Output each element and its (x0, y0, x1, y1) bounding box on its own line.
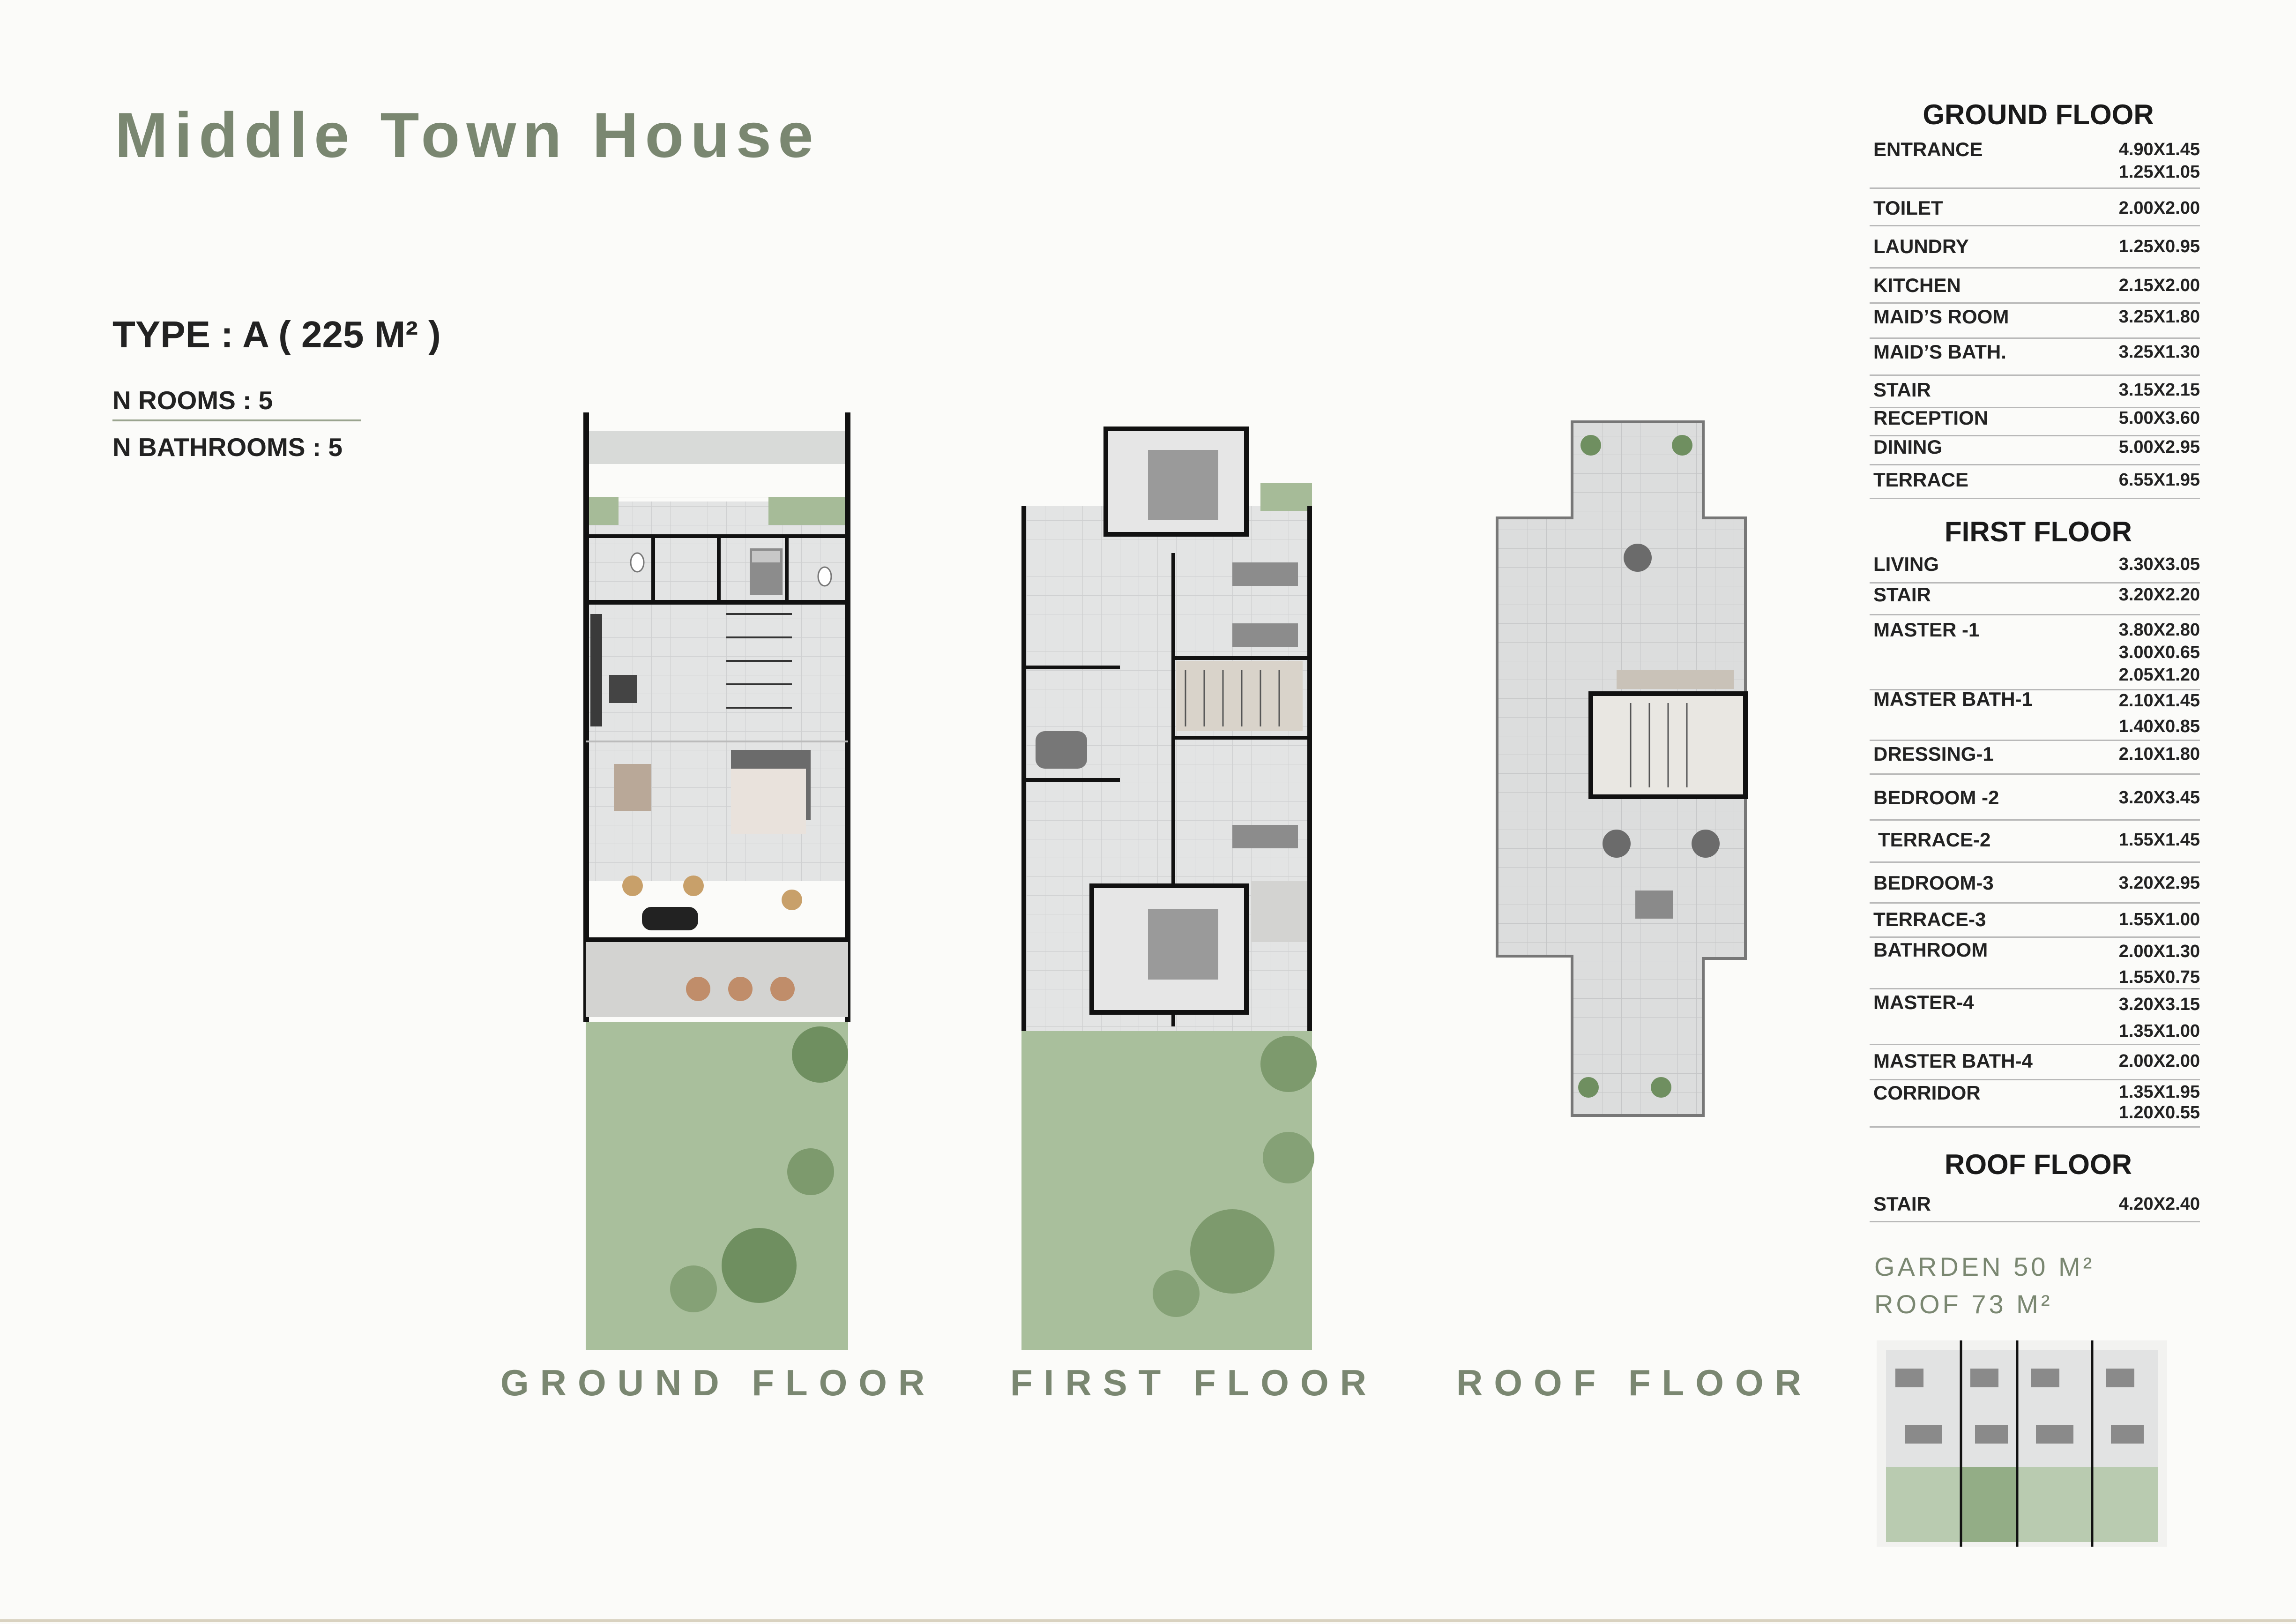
schedule-row: TOILET 2.00X2.00 (1870, 197, 2200, 226)
ground-floor-plan (583, 412, 850, 1350)
bottom-rule (0, 1619, 2296, 1622)
schedule-title-first: FIRST FLOOR (1945, 516, 2132, 547)
schedule-row: RECEPTION 5.00X3.60 (1870, 407, 2200, 436)
schedule-row: MAID’S BATH. 3.25X1.30 (1870, 341, 2200, 376)
schedule-row: BEDROOM-3 3.20X2.95 (1870, 872, 2200, 904)
schedule-row: STAIR 3.15X2.15 (1870, 379, 2200, 408)
schedule-row: STAIR 4.20X2.40 (1870, 1193, 2200, 1222)
schedule-row: STAIR 3.20X2.20 (1870, 584, 2200, 615)
schedule-row: DINING 5.00X2.95 (1870, 436, 2200, 465)
schedule-row: MAID’S ROOM 3.25X1.80 (1870, 306, 2200, 339)
schedule-row: BEDROOM -2 3.20X3.45 (1870, 786, 2200, 821)
bathrooms-count: N BATHROOMS : 5 (112, 433, 343, 462)
schedule-row: DRESSING-1 2.10X1.80 (1870, 743, 2200, 775)
label-first-floor: FIRST FLOOR (1010, 1362, 1378, 1403)
garden-area: GARDEN 50 M² (1874, 1252, 2095, 1281)
page-title: Middle Town House (115, 99, 820, 171)
roof-floor-plan (1496, 420, 1748, 1117)
roof-area: ROOF 73 M² (1874, 1289, 2053, 1319)
first-floor-plan (1021, 427, 1317, 1350)
rooms-count: N ROOMS : 5 (112, 386, 273, 415)
label-ground-floor: GROUND FLOOR (500, 1362, 936, 1403)
key-plan-thumbnail (1877, 1340, 2167, 1547)
schedule-row: TERRACE-3 1.55X1.00 (1870, 908, 2200, 938)
schedule-row: LIVING 3.30X3.05 (1870, 553, 2200, 584)
schedule-row: KITCHEN 2.15X2.00 (1870, 274, 2200, 304)
schedule-title-roof: ROOF FLOOR (1945, 1149, 2132, 1180)
schedule-row: LAUNDRY 1.25X0.95 (1870, 235, 2200, 269)
schedule-row: MASTER BATH-4 2.00X2.00 (1870, 1050, 2200, 1080)
schedule-row: TERRACE-2 1.55X1.45 (1870, 829, 2200, 863)
divider (112, 419, 361, 421)
schedule-title-ground: GROUND FLOOR (1923, 99, 2154, 130)
unit-type: TYPE : A ( 225 M² ) (112, 314, 441, 355)
label-roof-floor: ROOF FLOOR (1456, 1362, 1812, 1403)
schedule-row: TERRACE 6.55X1.95 (1870, 469, 2200, 499)
